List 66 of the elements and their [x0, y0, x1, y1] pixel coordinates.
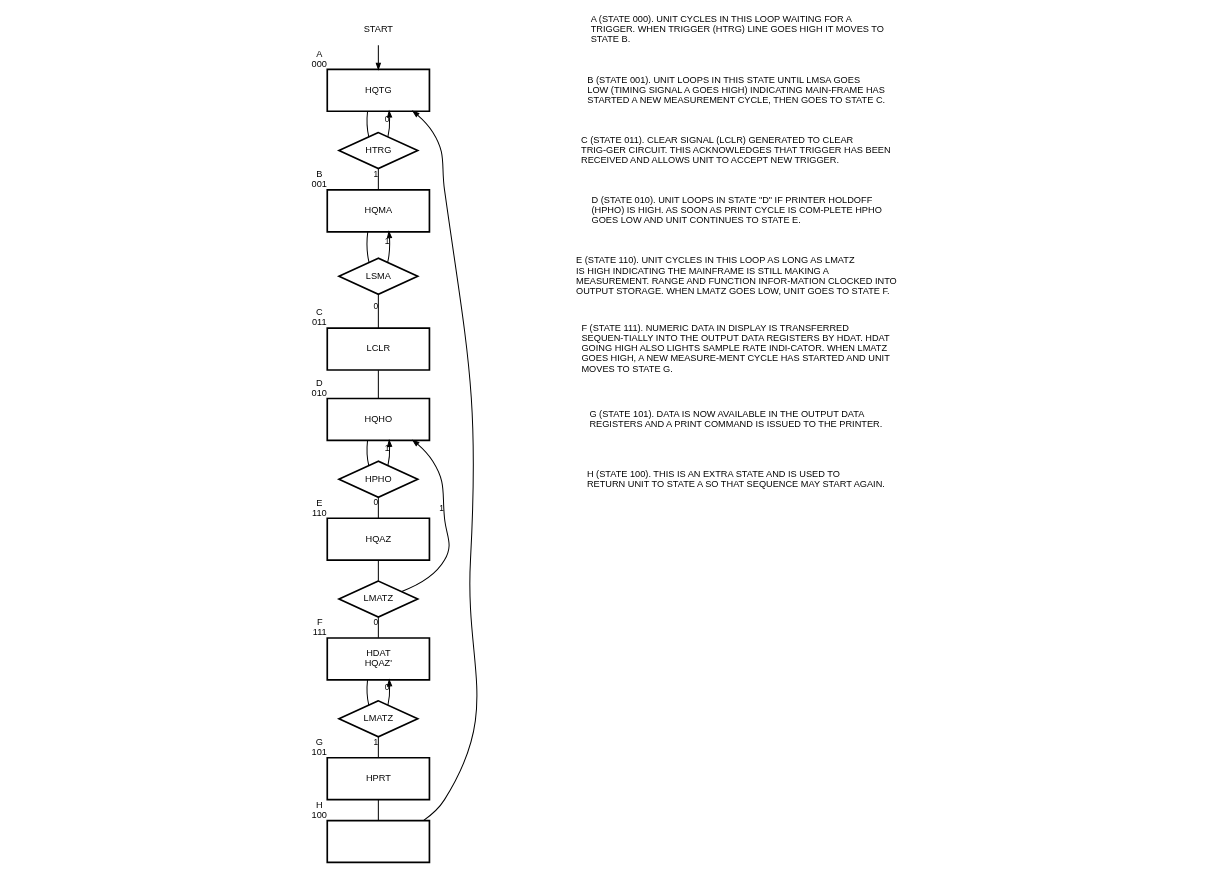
node-label: G	[315, 737, 323, 748]
node-diamond: LMATZ	[336, 580, 420, 618]
label: B (STATE 001). UNIT LOOPS IN THIS STATE UNTIL LMSA GOES LOW (TIMING SIGNAL A GOES HIGH) INDICATING MAIN-FRAME HAS STARTED A NEW MEASUREMENT CYCLE, THEN GOES TO STATE C.	[586, 74, 885, 105]
node-box: HQAZ	[325, 517, 430, 561]
node-label: A	[315, 48, 322, 59]
arrow	[375, 44, 381, 70]
node-label: 111	[312, 627, 327, 638]
node-label: C	[315, 307, 323, 318]
label: A (STATE 000). UNIT CYCLES IN THIS LOOP WAITING FOR A TRIGGER. WHEN TRIGGER (HTRG) LINE GOES HIGH IT MOVES TO STATE B.	[590, 14, 884, 45]
node-diamond: HPHO	[336, 460, 420, 499]
label: D (STATE 010). UNIT LOOPS IN STATE "D" IF PRINTER HOLDOFF (HPHO) IS HIGH. AS SOON AS PRINT CYCLE IS COM-PLETE HPHO GOES LOW AND UNIT CONTINUES TO STATE E.	[590, 195, 882, 226]
connector	[377, 736, 379, 759]
edge-label: 1	[373, 736, 378, 747]
connector	[377, 616, 379, 639]
connector	[377, 559, 379, 582]
connector	[366, 231, 369, 263]
arrow	[400, 439, 450, 592]
node-label: 001	[311, 179, 327, 190]
edge-label: 0	[373, 300, 378, 311]
edge-label: 1	[438, 502, 444, 513]
edge-label: 0	[373, 497, 378, 508]
edge-label: 1	[384, 442, 389, 453]
node-box: HQTG	[325, 68, 430, 113]
node-box: HPRT	[325, 756, 430, 801]
node-box: HDAT HQAZ'	[325, 637, 430, 681]
node-text: START	[363, 24, 393, 35]
label: G (STATE 101). DATA IS NOW AVAILABLE IN THE OUTPUT DATA REGISTERS AND A PRINT COMMAND IS ISSUED TO THE PRINTER.	[588, 408, 882, 429]
edge-label: 0	[373, 616, 378, 627]
node-label: F	[316, 617, 323, 628]
node-label: 011	[311, 317, 327, 328]
node-label: 101	[311, 747, 327, 758]
node-label: 010	[311, 387, 327, 398]
node-label: 100	[311, 809, 327, 820]
label: H (STATE 100). THIS IS AN EXTRA STATE AND IS USED TO RETURN UNIT TO STATE A SO THAT SEQUENCE MAY START AGAIN.	[586, 468, 885, 489]
node-label: B	[315, 169, 322, 180]
node-label: D	[315, 377, 323, 388]
node-diamond: LMATZ	[336, 699, 420, 738]
node-label: H	[315, 799, 323, 810]
arrow	[386, 110, 392, 138]
label: C (STATE 011). CLEAR SIGNAL (LCLR) GENERATED TO CLEAR TRIG-GER CIRCUIT. THIS ACKNOWLEDGES THAT TRIGGER HAS BEEN RECEIVED AND ALLOWS UNIT TO ACCEPT NEW TRIGGER.	[580, 134, 891, 165]
arrow	[386, 231, 392, 263]
node-diamond: LSMA	[336, 257, 420, 296]
arrow	[412, 110, 477, 822]
node-box: HQMA	[325, 189, 430, 233]
arrow	[386, 679, 392, 706]
node-diamond: HTRG	[336, 131, 420, 170]
edge-label: 0	[384, 113, 389, 124]
edge-label: 1	[384, 236, 389, 247]
node-box: HQHO	[325, 397, 430, 442]
label: F (STATE 111). NUMERIC DATA IN DISPLAY IS TRANSFERRED SEQUEN-TIALLY INTO THE OUTPUT DATA REGISTERS BY HDAT. HDAT GOING HIGH ALSO LIGHTS SAMPLE RATE INDI-CATOR. WHEN LMATZ GOES HIGH, A NEW MEASURE-MENT CYCLE HAS STARTED AND UNIT MOVES TO STATE G.	[580, 323, 890, 374]
node-box	[325, 819, 430, 864]
arrow	[386, 440, 392, 466]
edge-label: 1	[373, 168, 378, 179]
connector	[377, 497, 379, 519]
node-box: LCLR	[325, 327, 430, 371]
node-label: 000	[311, 58, 327, 69]
connector	[366, 110, 369, 138]
connector	[377, 293, 379, 329]
connector	[377, 799, 379, 821]
connector	[377, 369, 379, 399]
node-label: E	[315, 497, 322, 508]
connector	[366, 679, 369, 706]
node-label: 110	[311, 507, 327, 518]
connector	[366, 440, 369, 466]
label: E (STATE 110). UNIT CYCLES IN THIS LOOP AS LONG AS LMATZ IS HIGH INDICATING THE MAINFRAME IS STILL MAKING A MEASUREMENT. RANGE AND FUNCTION INFOR-MATION CLOCKED INTO OUTPUT STORAGE. WHEN LMATZ GOES LOW, UNIT GOES TO STATE F.	[575, 255, 897, 296]
connector	[377, 168, 379, 191]
